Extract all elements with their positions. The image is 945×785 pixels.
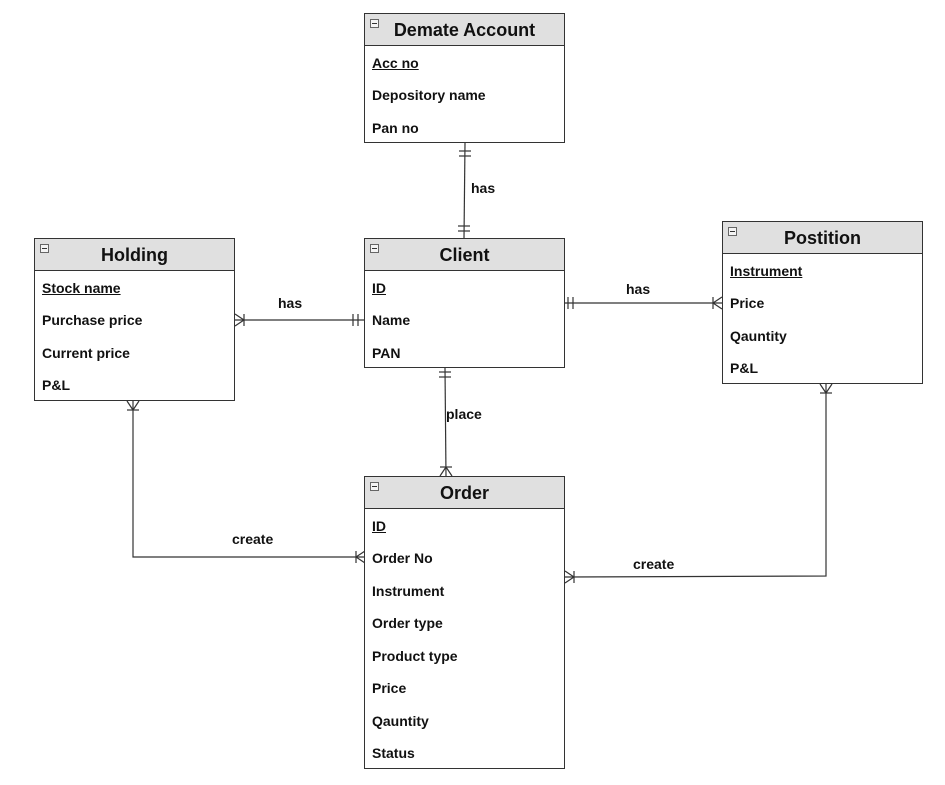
relationship-label-client-position: has	[626, 281, 651, 297]
attribute-instrument: Instrument	[730, 263, 803, 279]
entity-holding[interactable]: Holding Stock name Purchase price Curren…	[34, 238, 235, 401]
entity-header: Client	[365, 239, 564, 271]
entity-title: Client	[439, 245, 490, 265]
entity-title: Demate Account	[393, 20, 536, 40]
collapse-icon[interactable]	[728, 227, 737, 236]
attribute-price: Price	[372, 680, 407, 696]
attribute-instrument: Instrument	[372, 583, 445, 599]
attribute-pan: PAN	[372, 345, 401, 361]
attribute-depository-name: Depository name	[372, 87, 486, 103]
relationship-label-holding-client: has	[278, 295, 303, 311]
entity-position[interactable]: Postition Instrument Price Qauntity P&L	[722, 221, 923, 384]
relationship-label-holding-order: create	[232, 531, 274, 547]
attribute-name: Name	[372, 312, 411, 328]
attribute-quantity: Qauntity	[372, 713, 429, 729]
relationship-label-position-order: create	[633, 556, 675, 572]
entity-title: Postition	[784, 228, 861, 248]
attribute-order-type: Order type	[372, 615, 443, 631]
entity-header: Holding	[35, 239, 234, 271]
entity-order[interactable]: Order ID Order No Instrument Order type …	[364, 476, 565, 769]
attribute-price: Price	[730, 295, 765, 311]
edge-position-order	[564, 384, 827, 578]
entity-client[interactable]: Client ID Name PAN	[364, 238, 565, 368]
collapse-icon[interactable]	[370, 244, 379, 253]
relationship-label-client-order: place	[446, 406, 482, 422]
attribute-product-type: Product type	[372, 648, 458, 664]
attribute-quantity: Qauntity	[730, 328, 787, 344]
edge-holding-order	[132, 401, 365, 558]
edge-client-order	[444, 367, 447, 477]
collapse-icon[interactable]	[370, 19, 379, 28]
attribute-stock-name: Stock name	[42, 280, 121, 296]
attribute-status: Status	[372, 745, 415, 761]
entity-title: Order	[439, 483, 490, 503]
entity-header: Order	[365, 477, 564, 509]
attribute-order-no: Order No	[372, 550, 433, 566]
entity-title: Holding	[101, 245, 168, 265]
attribute-purchase-price: Purchase price	[42, 312, 143, 328]
attribute-id: ID	[372, 280, 386, 296]
attribute-acc-no: Acc no	[372, 55, 419, 71]
attribute-pnl: P&L	[730, 360, 758, 376]
attribute-pnl: P&L	[42, 377, 70, 393]
collapse-icon[interactable]	[370, 482, 379, 491]
collapse-icon[interactable]	[40, 244, 49, 253]
entity-header: Demate Account	[365, 14, 564, 46]
relationship-label-demat-client: has	[471, 180, 496, 196]
attribute-pan-no: Pan no	[372, 120, 419, 136]
attribute-current-price: Current price	[42, 345, 130, 361]
entity-header: Postition	[723, 222, 922, 254]
attribute-id: ID	[372, 518, 386, 534]
edge-demat-client	[463, 142, 466, 239]
entity-demat-account[interactable]: Demate Account Acc no Depository name Pa…	[364, 13, 565, 143]
